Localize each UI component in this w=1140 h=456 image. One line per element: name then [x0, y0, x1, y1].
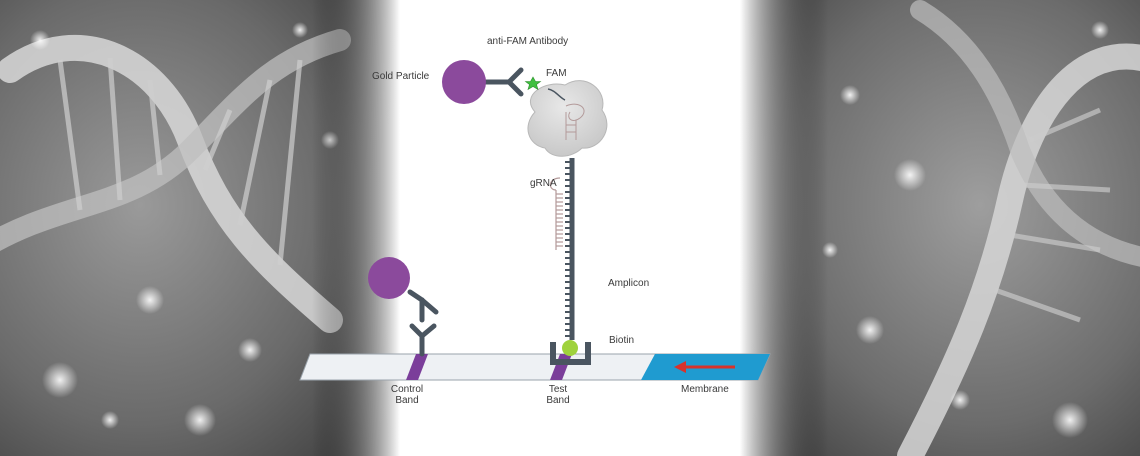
- control-band-label: Control Band: [390, 384, 424, 406]
- control-band: [406, 354, 428, 380]
- fam-label: FAM: [546, 68, 567, 79]
- control-capture-antibody: [409, 323, 437, 357]
- fam-star-icon: [524, 76, 542, 91]
- control-secondary-antibody: [407, 289, 439, 323]
- membrane-label: Membrane: [681, 384, 729, 395]
- anti-fam-antibody-label: anti-FAM Antibody: [487, 36, 569, 47]
- streptavidin-capture: [550, 342, 591, 365]
- gold-particle-label: Gold Particle: [372, 71, 430, 82]
- amplicon-strand: [565, 158, 575, 340]
- grna-label: gRNA: [530, 178, 557, 189]
- control-gold-particle: [368, 257, 410, 299]
- fam-linker: [547, 88, 566, 101]
- biotin-ball: [562, 340, 578, 356]
- grna-loop: [565, 103, 585, 140]
- biotin-label: Biotin: [609, 335, 635, 346]
- test-band-label: Test Band: [546, 384, 570, 406]
- grna-strand: [549, 177, 563, 250]
- left-arrow-icon: [674, 361, 735, 373]
- gold-particle: [442, 60, 486, 104]
- amplicon-label: Amplicon: [608, 278, 650, 289]
- anti-fam-antibody: [483, 67, 524, 97]
- cas-protein: [527, 80, 608, 157]
- dna-background-right: [740, 0, 1140, 456]
